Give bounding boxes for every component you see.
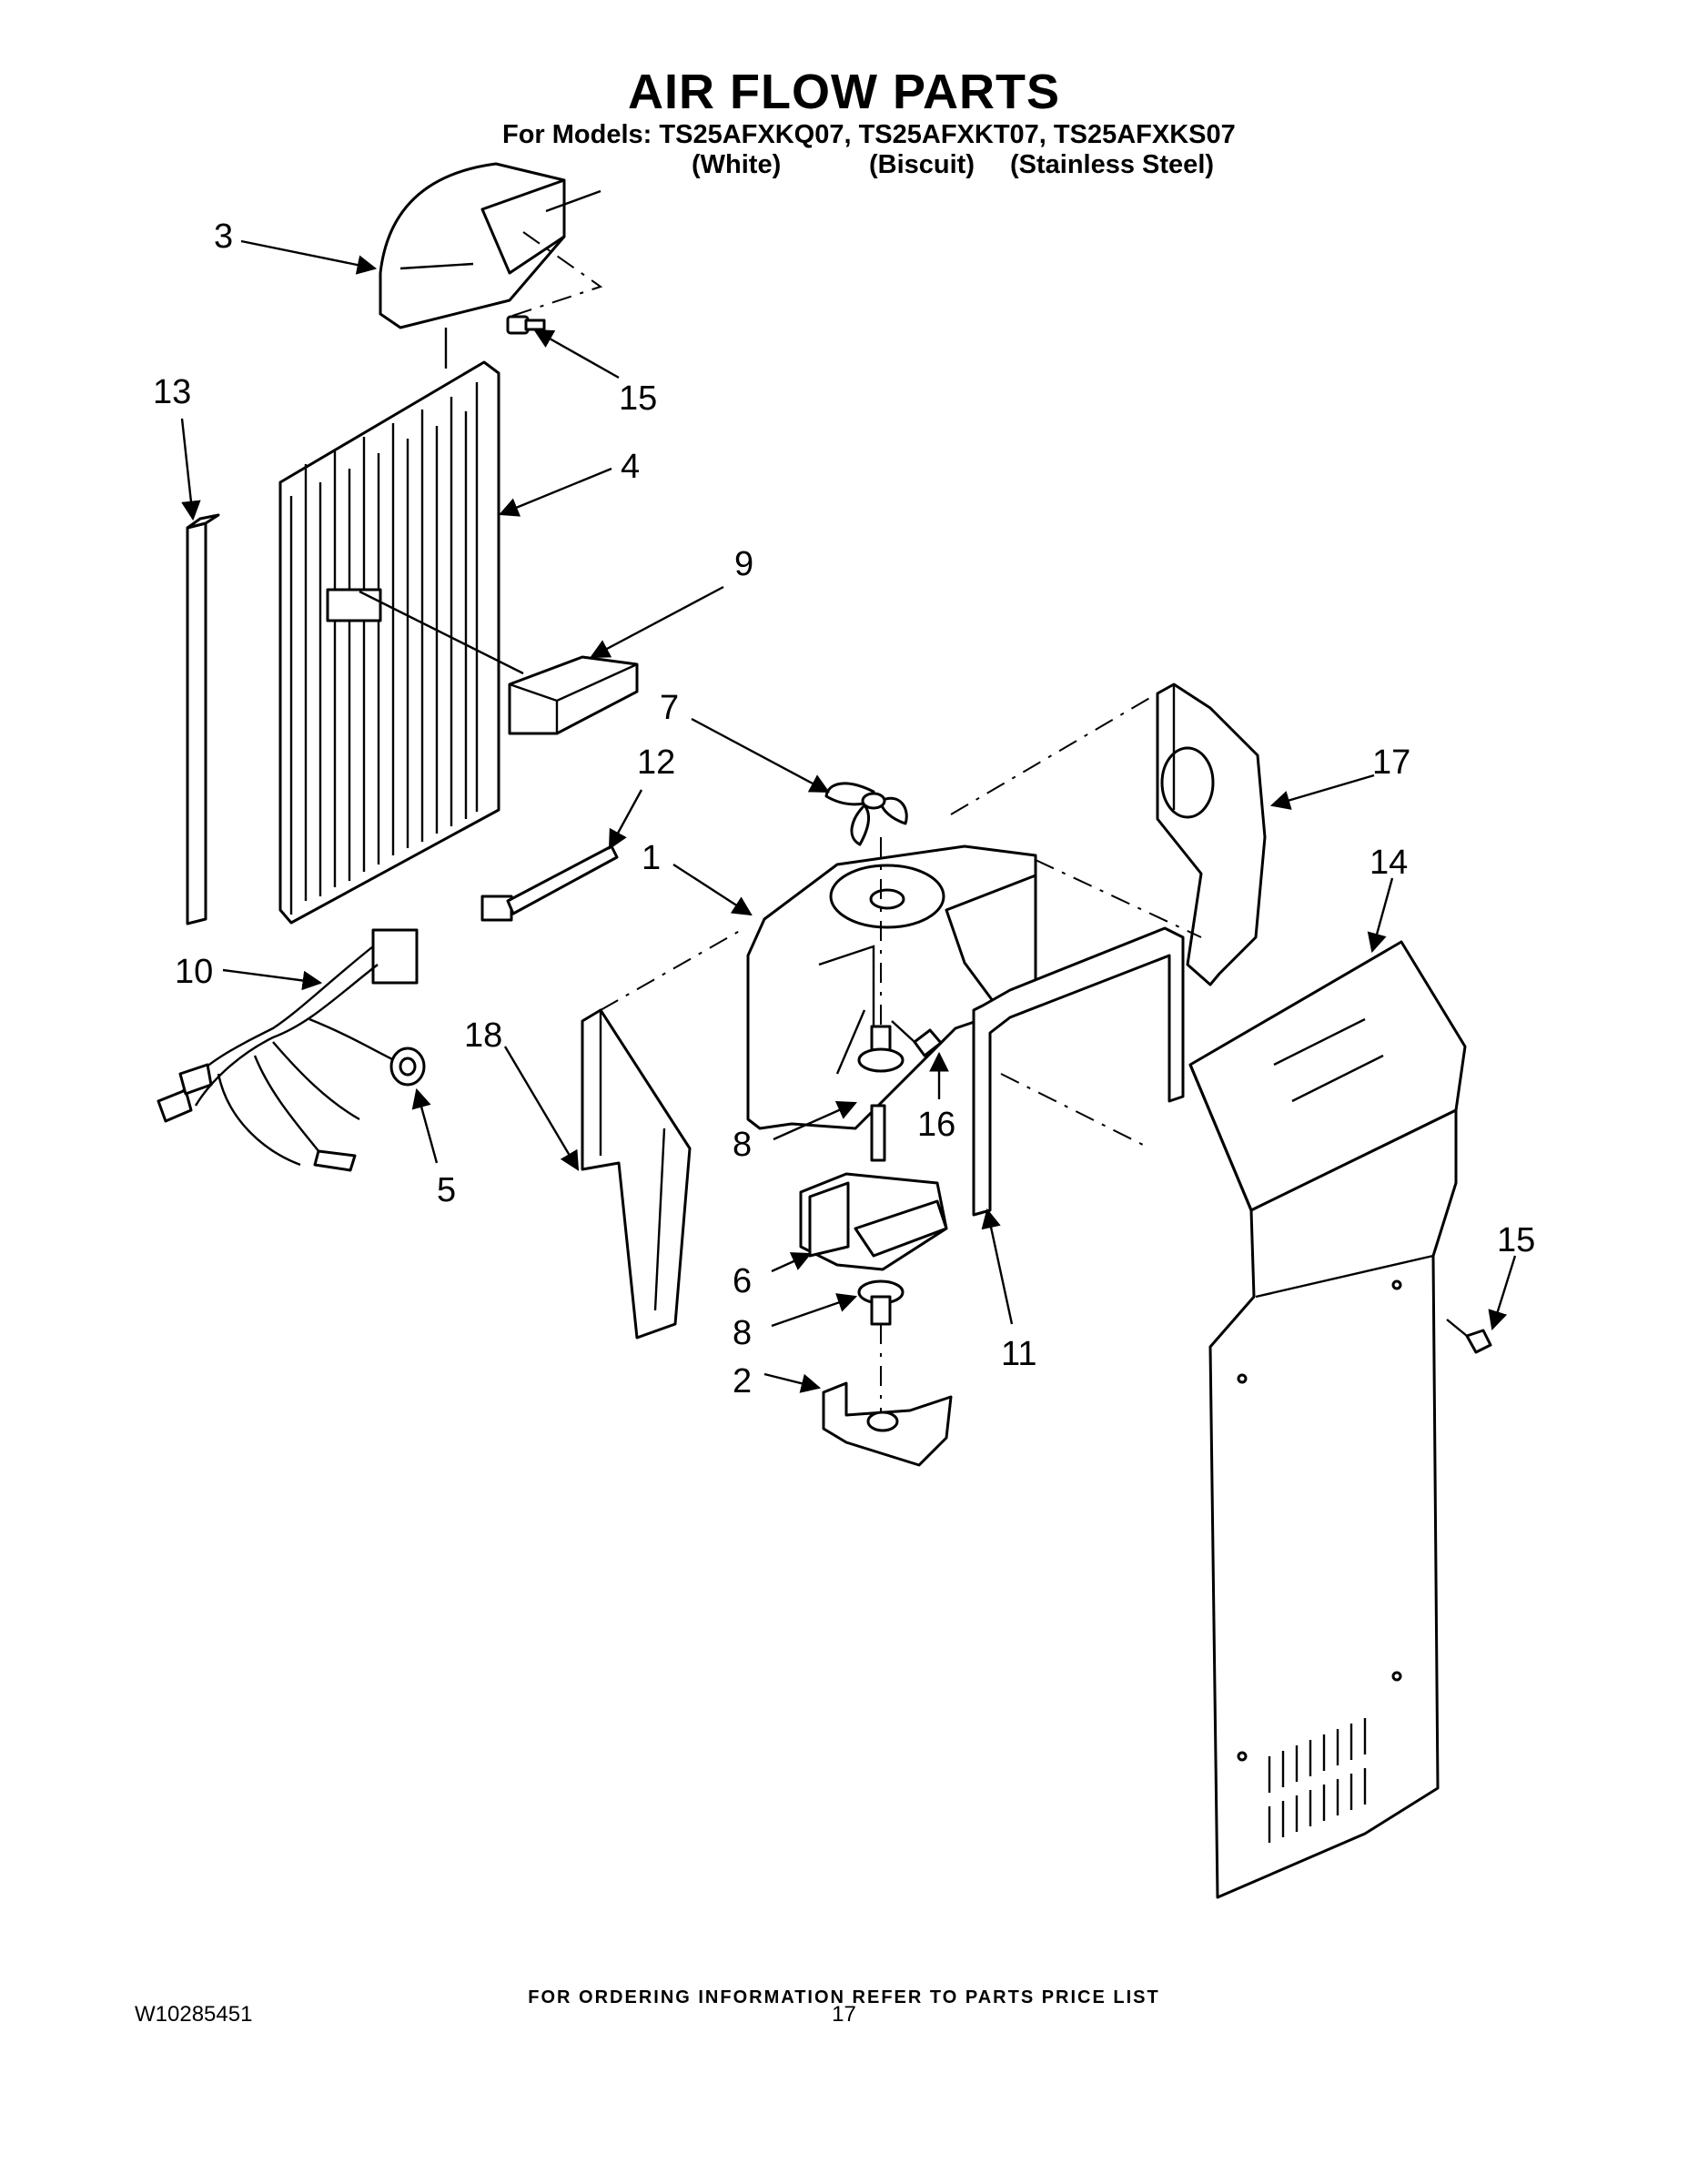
- callout-4: 4: [621, 448, 640, 486]
- callout-11: 11: [1001, 1335, 1036, 1373]
- part-14-rear-duct: [1188, 940, 1467, 1899]
- callout-16: 16: [917, 1106, 955, 1144]
- color-stainless-label: (Stainless Steel): [1010, 150, 1215, 179]
- part-1-fan-housing: [746, 844, 1037, 1130]
- part-18-left-panel: [581, 1008, 692, 1340]
- part-12-cable-tie: [480, 844, 619, 922]
- part-8-grommet-upper: [857, 1025, 905, 1073]
- page-number: 17: [832, 2002, 856, 2027]
- part-15-screw-top: [506, 315, 546, 335]
- callout-12: 12: [637, 743, 675, 782]
- callout-5: 5: [437, 1171, 456, 1209]
- part-4-evaporator-cover: [278, 328, 500, 925]
- callout-18: 18: [464, 1016, 502, 1055]
- callout-17: 17: [1372, 743, 1410, 782]
- callout-13: 13: [153, 373, 191, 411]
- part-15-screw-right: [1446, 1319, 1492, 1354]
- callout-1: 1: [642, 839, 661, 877]
- part-7-fan-blade: [824, 782, 908, 846]
- part-3-duct-cover: [379, 162, 601, 329]
- callout-8-lower: 8: [733, 1314, 752, 1352]
- callout-10: 10: [175, 953, 213, 991]
- callout-9: 9: [734, 545, 753, 583]
- part-17-right-panel: [1156, 682, 1267, 986]
- part-16-screw: [891, 1020, 943, 1057]
- part-6-fan-motor: [799, 1104, 948, 1271]
- callout-8-upper: 8: [733, 1126, 752, 1164]
- part-9-bracket: [359, 590, 639, 735]
- color-white-label: (White): [692, 150, 782, 179]
- part-5-sensor-plug: [389, 1046, 426, 1087]
- callout-3: 3: [214, 217, 233, 256]
- part-10-wire-harness: [157, 928, 419, 1172]
- callout-2: 2: [733, 1362, 752, 1400]
- callout-15-top: 15: [619, 379, 657, 418]
- part-2-motor-bracket: [822, 1381, 953, 1467]
- color-biscuit-label: (Biscuit): [869, 150, 975, 179]
- page-title: AIR FLOW PARTS: [628, 65, 1060, 119]
- callout-7: 7: [660, 689, 679, 727]
- callout-15-right: 15: [1497, 1221, 1535, 1259]
- callout-6: 6: [733, 1262, 752, 1300]
- models-line: For Models: TS25AFXKQ07, TS25AFXKT07, TS…: [502, 120, 1236, 149]
- ordering-note: FOR ORDERING INFORMATION REFER TO PARTS …: [528, 1987, 1160, 2007]
- callout-leaders: [180, 239, 1517, 1393]
- callout-14: 14: [1370, 844, 1408, 882]
- document-number: W10285451: [135, 2002, 253, 2027]
- part-13-strip: [186, 513, 220, 925]
- part-8-grommet-lower: [857, 1279, 905, 1326]
